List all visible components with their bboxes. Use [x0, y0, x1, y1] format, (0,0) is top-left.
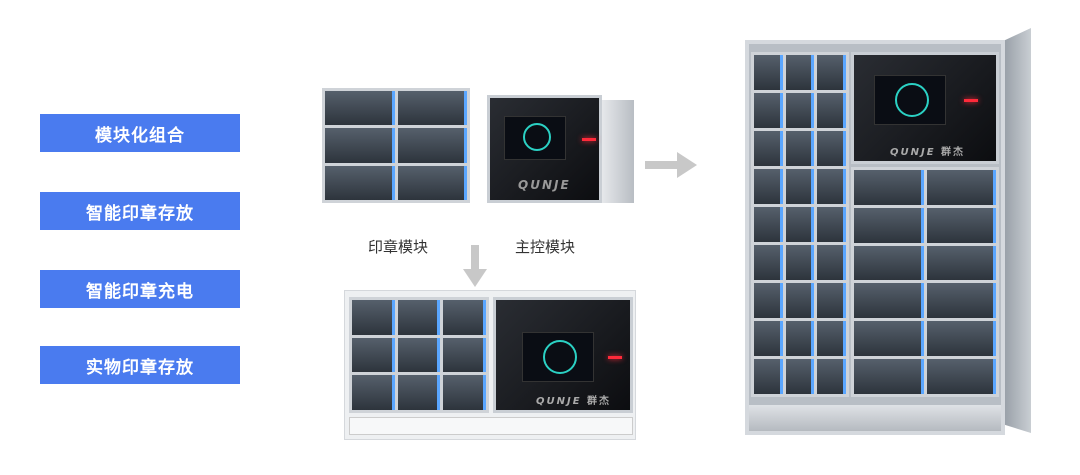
locker-compartment — [926, 207, 996, 243]
cabinet-side — [1005, 28, 1031, 433]
seal-module-image — [322, 88, 470, 203]
locker-compartment — [443, 375, 486, 410]
brand-logo-cn: 群杰 — [587, 396, 612, 407]
locker-compartment — [754, 207, 783, 242]
locker-compartment — [817, 321, 846, 356]
locker-compartment — [325, 91, 395, 126]
brand-logo: QUNJE — [536, 396, 582, 407]
locker-compartment — [754, 55, 783, 90]
locker-compartment — [785, 131, 815, 166]
locker-compartment — [397, 375, 441, 410]
brand-logo: QUNJE — [518, 178, 571, 192]
locker-compartment — [754, 169, 783, 204]
control-module-side — [602, 100, 634, 203]
control-module-image: QUNJE — [487, 95, 602, 203]
locker-compartment — [817, 359, 846, 394]
brand-logo: QUNJE — [890, 147, 936, 158]
locker-compartment — [926, 283, 996, 319]
locker-compartment — [817, 55, 846, 90]
feature-modular: 模块化组合 — [40, 114, 240, 152]
arrow-down-icon — [463, 245, 487, 287]
locker-compartment — [785, 169, 815, 204]
locker-compartment — [325, 128, 395, 163]
locker-compartment — [397, 128, 467, 163]
locker-compartment — [397, 91, 467, 126]
locker-compartment — [754, 131, 783, 166]
locker-compartment — [817, 245, 846, 280]
feature-charging: 智能印章充电 — [40, 270, 240, 308]
locker-compartment — [785, 359, 815, 394]
locker-compartment — [817, 207, 846, 242]
full-cabinet-image: QUNJE 群杰 — [745, 40, 1005, 435]
locker-compartment — [926, 170, 996, 205]
locker-compartment — [443, 337, 486, 373]
locker-compartment — [785, 321, 815, 356]
locker-compartment — [854, 170, 924, 205]
locker-compartment — [817, 283, 846, 318]
control-module-label: 主控模块 — [515, 238, 576, 256]
brand-logo-cn: 群杰 — [941, 147, 966, 158]
locker-compartment — [817, 131, 846, 166]
locker-compartment — [785, 245, 815, 280]
locker-compartment — [754, 359, 783, 394]
combined-unit-image: QUNJE 群杰 — [344, 290, 636, 440]
locker-compartment — [785, 93, 815, 128]
locker-compartment — [817, 169, 846, 204]
arrow-right-icon — [645, 152, 697, 178]
locker-compartment — [926, 245, 996, 281]
locker-compartment — [754, 245, 783, 280]
locker-compartment — [754, 321, 783, 356]
locker-compartment — [926, 321, 996, 357]
locker-compartment — [854, 207, 924, 243]
locker-compartment — [352, 300, 395, 335]
locker-compartment — [854, 321, 924, 357]
locker-compartment — [817, 93, 846, 128]
locker-compartment — [785, 283, 815, 318]
locker-compartment — [854, 245, 924, 281]
locker-compartment — [785, 207, 815, 242]
locker-compartment — [352, 375, 395, 410]
locker-compartment — [854, 283, 924, 319]
feature-smart-storage: 智能印章存放 — [40, 192, 240, 230]
locker-compartment — [397, 165, 467, 200]
seal-module-label: 印章模块 — [368, 238, 429, 256]
locker-compartment — [754, 283, 783, 318]
locker-compartment — [352, 337, 395, 373]
locker-compartment — [785, 55, 815, 90]
locker-compartment — [754, 93, 783, 128]
locker-compartment — [397, 300, 441, 335]
locker-compartment — [325, 165, 395, 200]
feature-physical-storage: 实物印章存放 — [40, 346, 240, 384]
locker-compartment — [443, 300, 486, 335]
locker-compartment — [854, 359, 924, 394]
locker-compartment — [397, 337, 441, 373]
locker-compartment — [926, 359, 996, 394]
